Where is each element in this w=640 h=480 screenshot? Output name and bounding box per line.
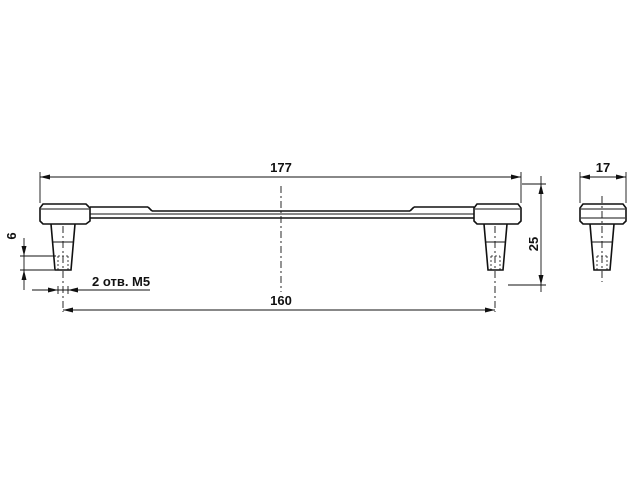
leg-offset-label: 6 [4, 232, 19, 239]
dimension-leg-offset: 6 [4, 232, 56, 290]
hole-spacing-label: 160 [270, 293, 292, 308]
handle-front-view [39, 203, 522, 271]
dimension-height: 25 [508, 176, 546, 292]
holes-note-label: 2 отв. М5 [92, 274, 150, 289]
dimension-overall-length: 177 [39, 160, 522, 203]
dimension-hole-spacing: 160 [63, 293, 495, 313]
dimension-side-width: 17 [579, 160, 627, 203]
side-width-label: 17 [596, 160, 610, 175]
holes-note: 2 отв. М5 [32, 274, 150, 294]
overall-length-label: 177 [270, 160, 292, 175]
height-label: 25 [526, 237, 541, 251]
handle-side-view [579, 196, 627, 282]
